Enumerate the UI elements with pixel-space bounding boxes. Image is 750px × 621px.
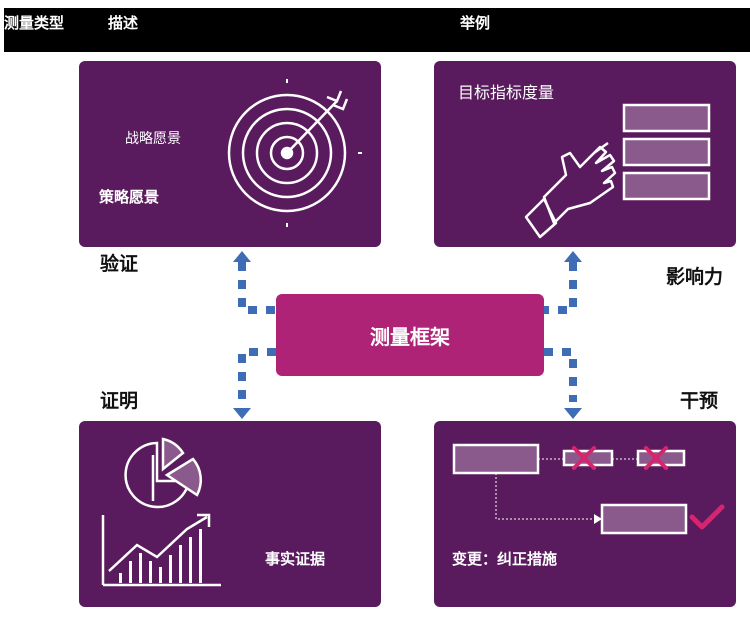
target-icon (227, 79, 362, 227)
pointing-hand-icon (524, 103, 711, 239)
caption-target-metrics: 目标指标度量 (458, 85, 555, 102)
center-title: 测量框架 (370, 326, 450, 349)
label-proof: 证明 (100, 391, 139, 412)
caption-policy-vision: 策略愿景 (99, 189, 160, 206)
label-validation: 验证 (100, 254, 139, 275)
label-intervention: 干预 (680, 391, 719, 412)
chart-icon (101, 437, 221, 587)
panel-impact: 目标指标度量 (434, 61, 736, 247)
caption-corrective-action: 变更：纠正措施 (452, 551, 558, 568)
header-col-example: 举例 (460, 15, 491, 32)
header-col-description: 描述 (108, 15, 139, 32)
measurement-framework-box: 测量框架 (276, 294, 544, 376)
label-impact: 影响力 (666, 267, 724, 288)
panel-validation: 战略愿景 策略愿景 (79, 61, 381, 247)
caption-evidence: 事实证据 (265, 551, 326, 568)
caption-strategic-vision: 战略愿景 (125, 130, 181, 146)
header-col-type: 测量类型 (4, 15, 65, 32)
flow-check-icon (452, 443, 725, 535)
panel-intervention: 变更：纠正措施 (434, 421, 736, 607)
header-bar: 测量类型 描述 举例 (4, 8, 750, 52)
panel-proof: 事实证据 (79, 421, 381, 607)
